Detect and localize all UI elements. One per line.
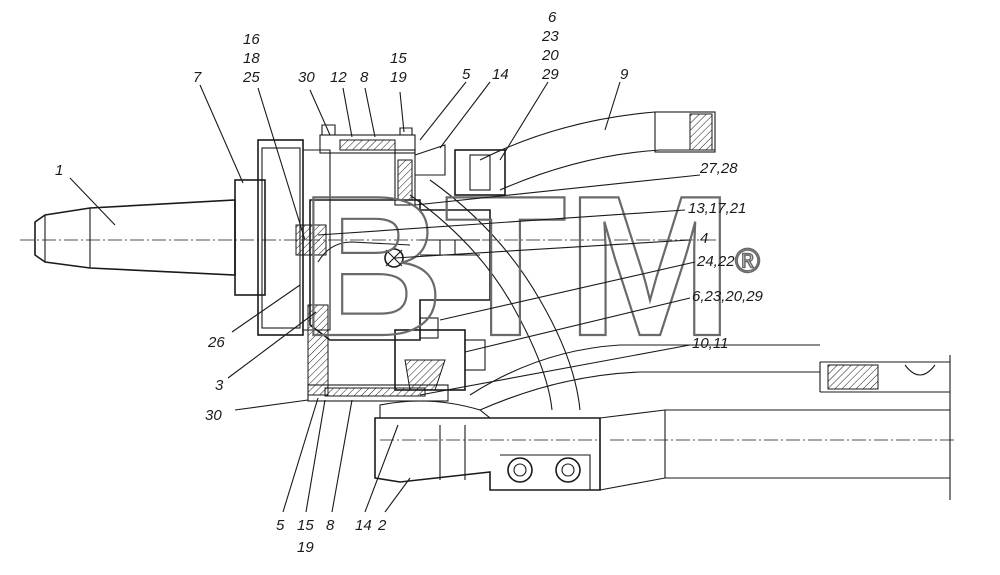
watermark-text: BTM: [300, 155, 733, 378]
label-3: 3: [215, 377, 224, 394]
label-5-bottom: 5: [276, 517, 285, 534]
label-15-bottom: 15: [297, 517, 314, 534]
label-16: 16: [243, 31, 260, 48]
label-14-bottom: 14: [355, 517, 372, 534]
label-8-top: 8: [360, 69, 369, 86]
label-18: 18: [243, 50, 260, 67]
label-2: 2: [377, 517, 387, 534]
label-23: 23: [541, 28, 559, 45]
label-7: 7: [193, 69, 202, 86]
upper-kingpin: [319, 124, 506, 206]
leader-lines: [69, 81, 701, 513]
btm-watermark: BTM ®: [299, 154, 761, 379]
label-24-22: 24,22: [696, 253, 735, 270]
label-6: 6: [548, 9, 557, 26]
label-19-top: 19: [390, 69, 407, 86]
label-20: 20: [541, 47, 559, 64]
label-26: 26: [207, 334, 225, 351]
part-labels: 1 7 16 18 25 30 12 8 15 19 5 14 6 23 20 …: [55, 9, 764, 556]
label-9: 9: [620, 66, 629, 83]
label-30-bottom: 30: [205, 407, 222, 424]
label-6-23-20-29: 6,23,20,29: [692, 288, 764, 305]
label-15-top: 15: [390, 50, 407, 67]
axle-beam: [469, 344, 955, 500]
lower-kingpin: [307, 304, 492, 419]
label-27-28: 27,28: [699, 160, 738, 177]
watermark-registered: ®: [735, 242, 760, 280]
label-14-top: 14: [492, 66, 509, 83]
label-5-top: 5: [462, 66, 471, 83]
label-19-bottom: 19: [297, 539, 314, 556]
label-13-17-21: 13,17,21: [688, 200, 746, 217]
label-25: 25: [242, 69, 260, 86]
label-12: 12: [330, 69, 347, 86]
label-29: 29: [541, 66, 559, 83]
label-10-11: 10,11: [692, 335, 728, 352]
label-30-top: 30: [298, 69, 315, 86]
spindle: [20, 179, 720, 296]
bracket: [374, 417, 601, 491]
label-8-bottom: 8: [326, 517, 335, 534]
label-1: 1: [55, 162, 63, 179]
label-4: 4: [700, 230, 708, 247]
